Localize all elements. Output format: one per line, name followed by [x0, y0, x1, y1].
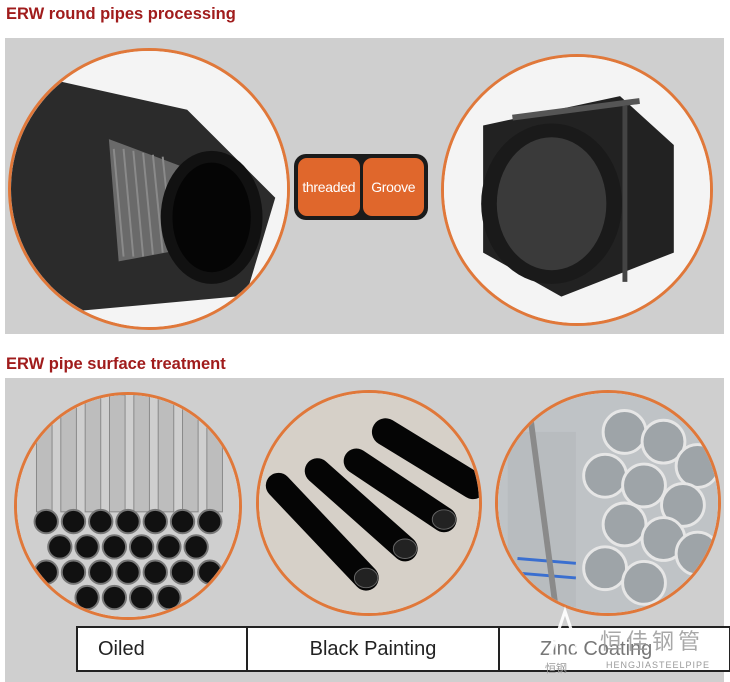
groove-label: Groove	[362, 158, 424, 216]
label-oiled: Oiled	[78, 628, 248, 670]
grooved-pipe-image	[441, 54, 713, 326]
threaded-label: threaded	[298, 158, 360, 216]
surface-panel	[5, 378, 724, 682]
section-title-processing: ERW round pipes processing	[6, 5, 236, 23]
zinc-coating-pipes-image	[495, 390, 721, 616]
oiled-pipes-image	[14, 392, 242, 620]
processing-panel: threaded Groove	[5, 38, 724, 334]
processing-toggle: threaded Groove	[294, 154, 428, 220]
watermark-sub-text: HENGJIASTEELPIPE	[606, 660, 711, 670]
label-black-painting: Black Painting	[248, 628, 500, 670]
section-title-surface: ERW pipe surface treatment	[6, 355, 226, 373]
black-painting-pipes-image	[256, 390, 482, 616]
watermark-sub-left: 恒钢	[545, 663, 567, 675]
threaded-pipe-image	[8, 48, 290, 330]
watermark-logo-icon	[542, 606, 588, 660]
label-zinc-coating: Zinc Coating	[540, 637, 653, 660]
watermark-brand-text: 恒佳钢管	[600, 630, 705, 655]
surface-treatment-labels: Oiled Black Painting Zinc Coating	[76, 626, 730, 672]
